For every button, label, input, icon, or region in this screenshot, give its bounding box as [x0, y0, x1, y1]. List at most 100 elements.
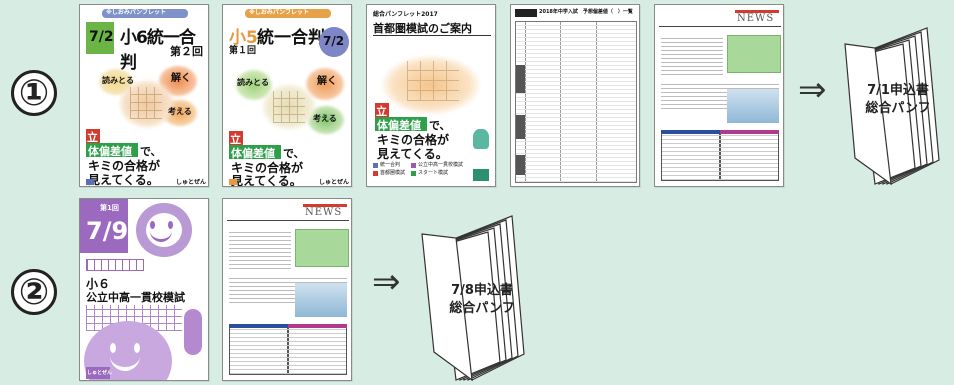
mascot-icon: [473, 129, 489, 149]
pamphlet-subtitle: 第１回: [229, 46, 257, 56]
bubble-read-label: 読みとる: [102, 76, 134, 85]
booklet-line2: 総合パンフ: [865, 100, 931, 116]
row-1-number-text: ①: [18, 72, 50, 114]
center-grid: [273, 91, 305, 123]
brand-logo: しゅとぜん: [319, 179, 350, 186]
table-dark-cells-3: [516, 155, 525, 175]
smiley-mouth: [150, 229, 172, 242]
header-rule: [373, 35, 491, 36]
pamphlet-header-text: 総合パンフレット2017: [373, 11, 438, 18]
table-body: [515, 21, 637, 183]
legend-text-3: 首都圏模試: [380, 170, 406, 176]
slogan-line4: キミの合格が: [88, 159, 161, 173]
row-2-number-text: ②: [18, 271, 50, 313]
news-table-header: [661, 130, 779, 134]
bubble-read-label: 読みとる: [237, 78, 269, 87]
slogan-line5: 見えてくる。: [88, 173, 159, 187]
booklet-line1: 7/8申込書: [451, 283, 513, 298]
news-text-block-1: [229, 229, 291, 269]
pamphlet-header-bar: [102, 9, 188, 18]
pamphlet-public-integrated-school-exam: 第1回 7/9 小６ 公立中高一貫校模試 しゅとぜん: [79, 198, 209, 381]
pamphlet-title: 首都圏模試のご案内: [373, 22, 472, 35]
slogan-line4: キミの合格が: [231, 161, 304, 175]
news-table: [661, 133, 779, 181]
pamphlet-subtitle: 第２回: [170, 45, 203, 58]
slogan-line5: 見えてくる。: [231, 174, 302, 187]
subject-boxes: [86, 259, 144, 271]
legend-text-4: スタート模試: [418, 170, 449, 176]
brand-logo: しゅとぜん: [176, 179, 207, 186]
title-grade: 小5: [229, 28, 258, 48]
slogan-line4: キミの合格が: [377, 133, 450, 147]
news-title: NEWS: [737, 13, 775, 24]
table-dark-cells-1: [516, 65, 525, 93]
news-table-header: [229, 324, 347, 328]
slogan-char: 立: [230, 133, 241, 146]
table-header-text: 2018年中学入試 予想偏差値（ ）一覧: [539, 9, 633, 15]
smiley-eye-l: [150, 221, 155, 229]
date-text: 7/9: [86, 217, 129, 245]
center-grid: [407, 61, 459, 101]
slogan-de: で、: [429, 119, 451, 132]
pamphlet-header-text: ※しおみパンフレット: [106, 9, 166, 16]
bubble-think-label: 考える: [168, 107, 192, 116]
slogan-deviation: 体偏差値: [377, 119, 421, 132]
smiley-bottom-eye-r: [134, 343, 140, 353]
legend-text-2: 公立中高一貫校模試: [418, 162, 464, 168]
smiley-eye-r: [168, 221, 173, 229]
center-grid: [130, 87, 162, 119]
round-text: 第1回: [100, 204, 119, 212]
slogan-box-2: [229, 145, 281, 159]
news-logo-bar: [735, 10, 779, 13]
legend-swatch-2: [411, 163, 416, 168]
news-photo-1: [727, 35, 781, 73]
news-photo-2: [295, 283, 347, 317]
date-text: 7/2: [89, 29, 114, 45]
legend-swatch-1: [373, 163, 378, 168]
news-text-block-1: [661, 35, 723, 75]
news-rule: [659, 26, 781, 27]
slogan-de: で、: [283, 147, 305, 160]
arrow-right-icon-row1: ⇒: [798, 70, 827, 110]
booklet-icon-row1: [844, 27, 940, 186]
brand-box: [86, 367, 110, 379]
smiley-bottom-mouth: [110, 355, 140, 371]
date-box: [86, 22, 114, 54]
table-dark-cells-2: [516, 115, 525, 139]
smiley-bottom-eye-l: [110, 343, 116, 353]
booklet-label-row2: 7/8申込書 総合パンフ: [438, 282, 526, 317]
row-1-number: ①: [11, 70, 57, 116]
news-sheet-row1: NEWS: [654, 4, 784, 187]
brand-mark: [86, 179, 94, 185]
slogan-char: 立: [376, 105, 387, 118]
deviation-score-table: 2018年中学入試 予想偏差値（ ）一覧: [510, 4, 640, 187]
news-photo-2: [727, 89, 779, 123]
pamphlet-header-bar: [245, 9, 331, 18]
slogan-deviation: 体偏差値: [88, 145, 132, 158]
news-title: NEWS: [305, 207, 343, 218]
pamphlet-header-text: ※しおみパンフレット: [249, 9, 309, 16]
legend-swatch-3: [373, 171, 378, 176]
booklet-icon-row2: [421, 215, 525, 382]
legend-swatch-4: [411, 171, 416, 176]
brand-mark: [473, 169, 489, 181]
pamphlet-title: 公立中高一貫校模試: [86, 291, 185, 304]
slogan-char: 立: [87, 131, 98, 144]
side-badge: [184, 309, 202, 355]
slogan-box-1: [86, 129, 100, 143]
slogan-deviation: 体偏差値: [231, 147, 275, 160]
pamphlet-grade5-unified-test: ※しおみパンフレット 小5 統一合判 第１回 7/2 読みとる 解く 考える 立…: [222, 4, 352, 187]
slogan-box-2: [86, 143, 138, 157]
grade-text: 小６: [86, 277, 111, 291]
slogan-line5: 見えてくる。: [377, 147, 448, 161]
slogan-de: で、: [140, 145, 162, 158]
news-rule: [227, 220, 349, 221]
bubble-solve-label: 解く: [317, 76, 337, 87]
legend-text-1: 統一合判: [380, 162, 401, 168]
pamphlet-title: 統一合判: [257, 28, 325, 48]
bubble-think-label: 考える: [313, 114, 337, 123]
date-circle: [319, 27, 349, 57]
arrow-right-icon-row2: ⇒: [372, 262, 401, 302]
table-header-badge: [515, 9, 537, 17]
pamphlet-shutoken-exam-guide: 総合パンフレット2017 首都圏模試のご案内 立 体偏差値 で、 キミの合格が …: [366, 4, 496, 187]
